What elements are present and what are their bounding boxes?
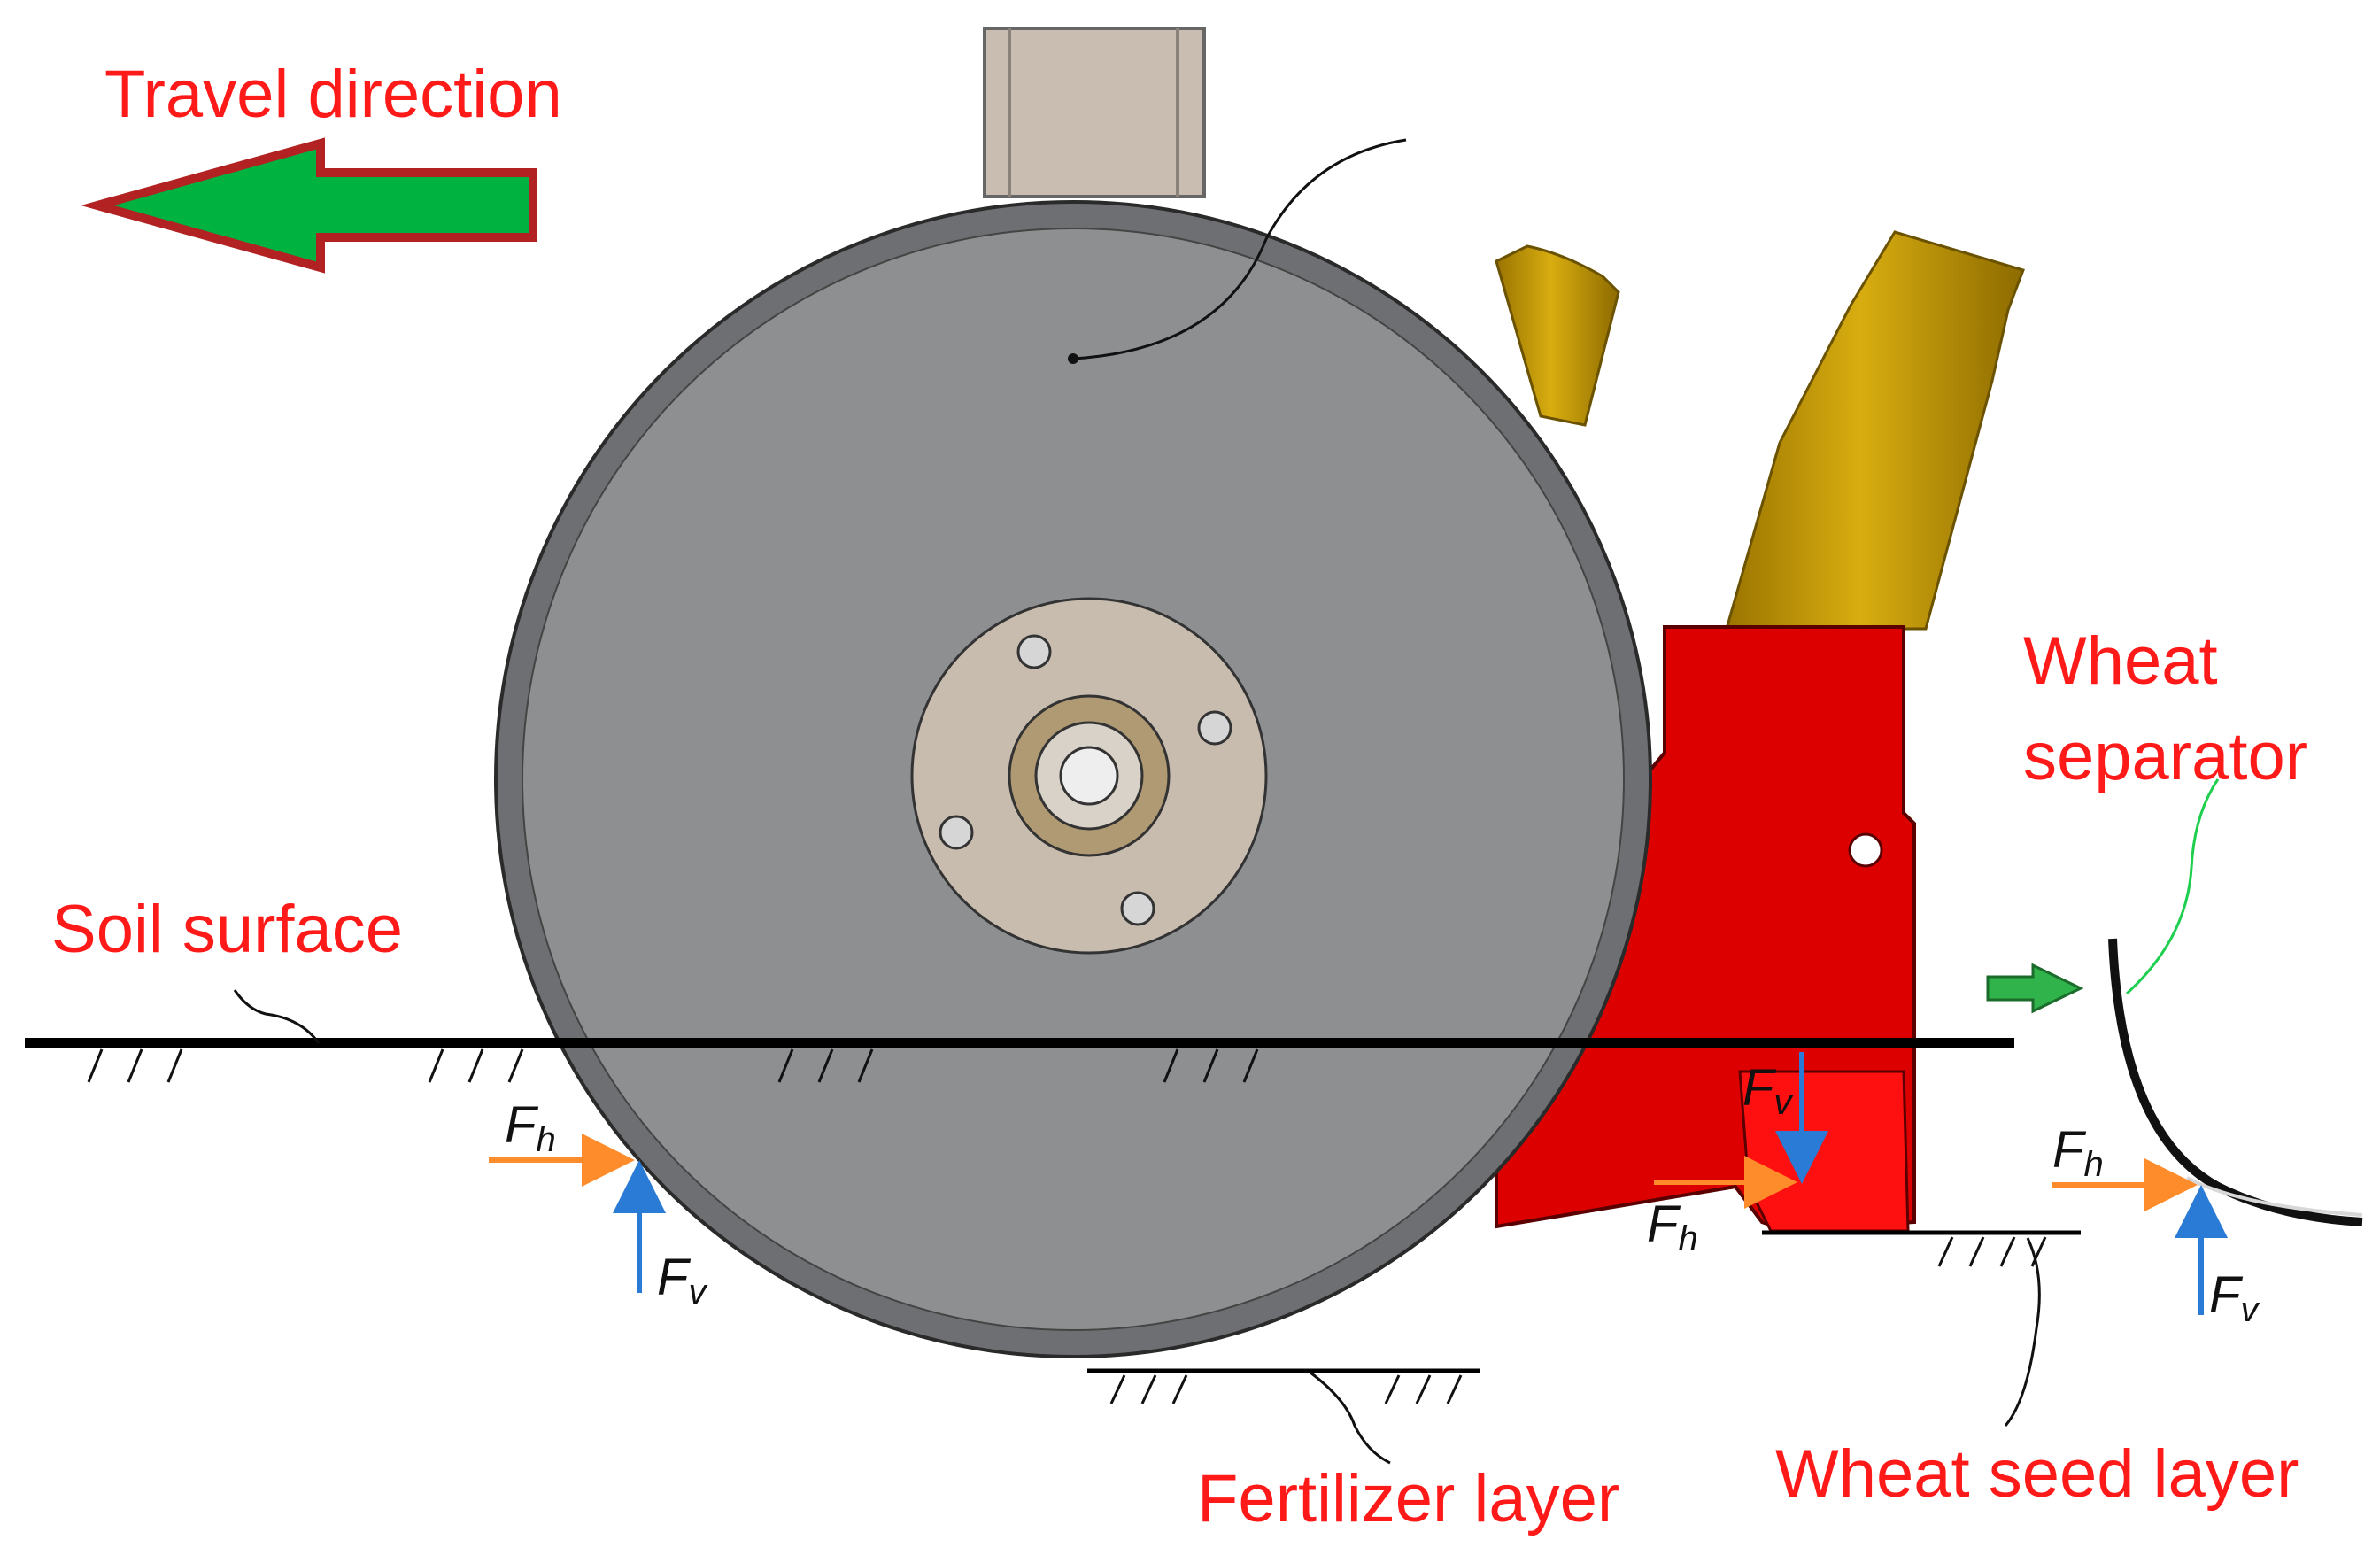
separator-motion-arrow — [1986, 963, 2084, 1014]
mounting-shank — [983, 27, 1206, 198]
soil-hatching — [87, 1048, 1259, 1083]
wheat-separator-highlight — [2186, 1176, 2363, 1217]
seed-tube — [1725, 230, 2025, 631]
hub-axle — [1059, 746, 1119, 806]
label-travel-direction: Travel direction — [104, 57, 562, 132]
frame-bolt-hole — [1848, 832, 1883, 868]
separator-leader-line — [2125, 778, 2220, 995]
force-label-fh-disc: Fh — [505, 1096, 556, 1159]
label-soil-surface: Soil surface — [51, 892, 403, 967]
force-label-fv-separator: Fv — [2209, 1266, 2260, 1329]
seed-layer-hatching — [1937, 1236, 2047, 1267]
soil-leader-line — [233, 989, 321, 1044]
wheat-separator — [2108, 938, 2363, 1226]
force-label-fh-separator: Fh — [2052, 1121, 2104, 1184]
hub-bolt — [1197, 710, 1232, 746]
fertilizer-hatching — [1109, 1374, 1463, 1404]
fertilizer-tube — [1495, 244, 1620, 427]
fertilizer-leader-line — [1310, 1371, 1391, 1465]
hub-bolt — [1016, 634, 1052, 669]
disc-leader-dot — [1068, 353, 1078, 364]
hub-bolt — [939, 815, 974, 850]
hub-bolt — [1120, 891, 1155, 926]
disc-leader-line — [1072, 138, 1407, 360]
travel-direction-arrow — [81, 137, 537, 274]
force-label-fh-opener: Fh — [1647, 1195, 1698, 1258]
force-label-fv-disc: Fv — [657, 1249, 707, 1312]
force-label-fv-opener: Fv — [1742, 1059, 1793, 1122]
seed-layer-leader-line — [2004, 1237, 2041, 1427]
label-wheat-separator-line2: separator — [2023, 719, 2307, 794]
label-wheat-seed-layer: Wheat seed layer — [1775, 1436, 2299, 1512]
label-wheat-separator-line1: Wheat — [2023, 623, 2218, 699]
label-fertilizer-layer: Fertilizer layer — [1197, 1461, 1619, 1536]
